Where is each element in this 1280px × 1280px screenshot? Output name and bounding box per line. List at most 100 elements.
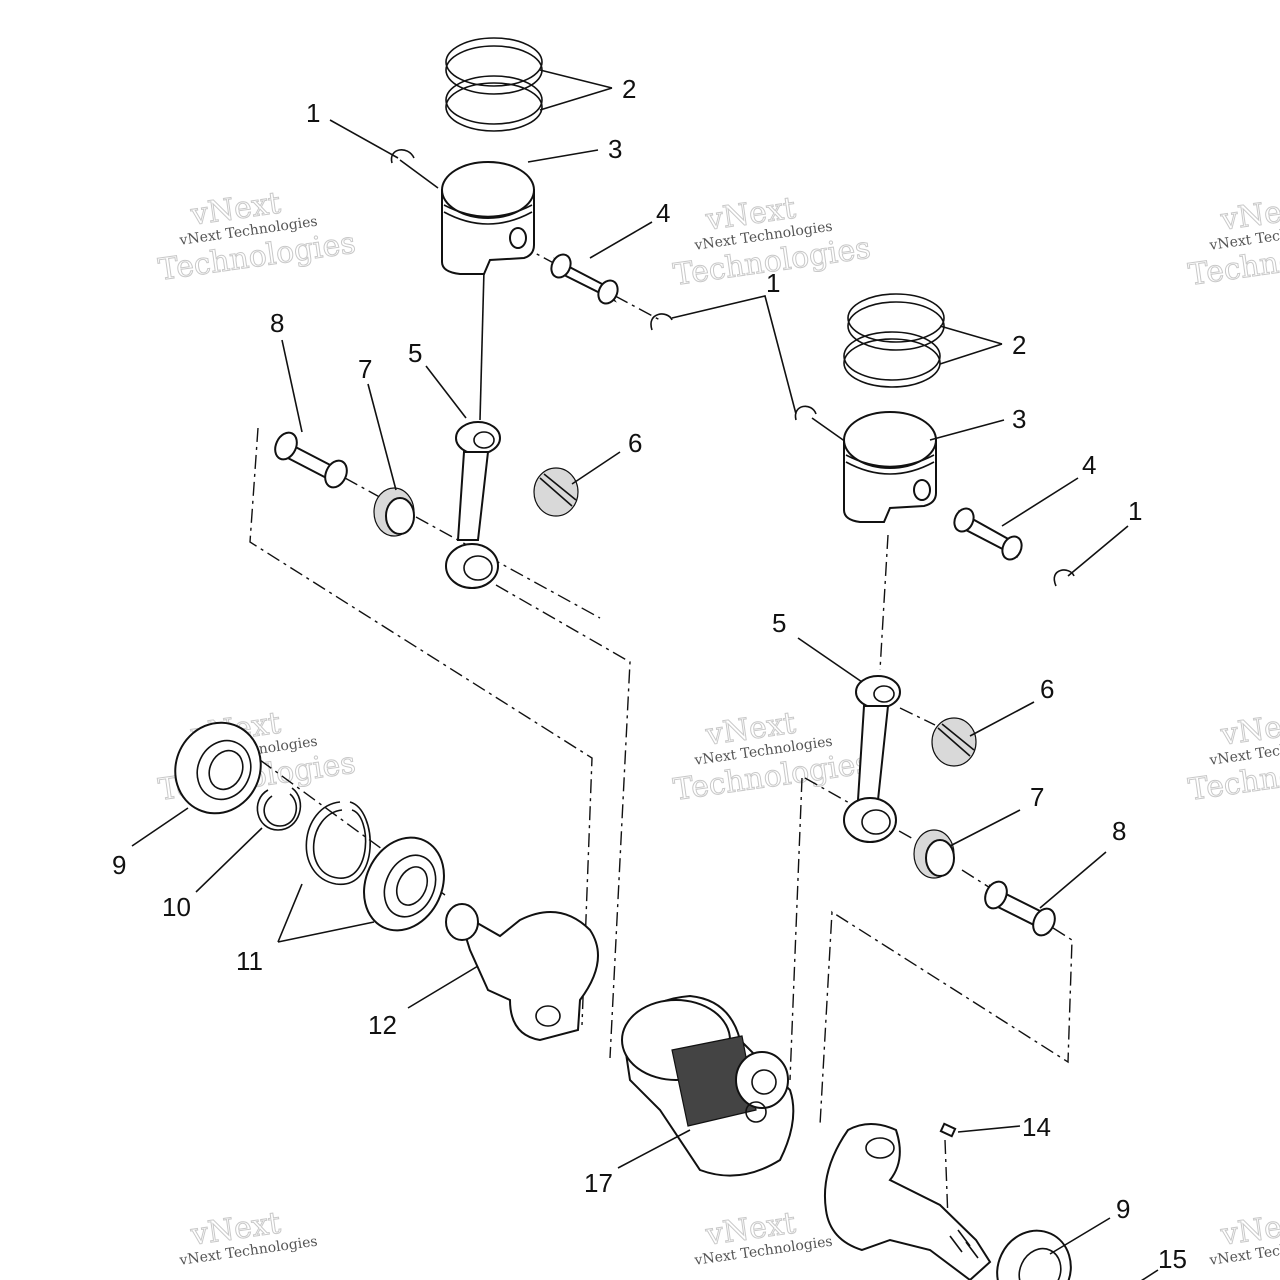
callout-c1a: 1 bbox=[306, 98, 320, 128]
watermark-top-left: vNext vNext Technologies Technologies bbox=[156, 185, 358, 288]
crank-web bbox=[456, 909, 599, 1042]
crank-web bbox=[823, 1123, 992, 1280]
leader-c5a bbox=[425, 365, 467, 419]
callout-c3b: 3 bbox=[1012, 404, 1026, 434]
piston-rings-a bbox=[445, 37, 543, 132]
callout-c10: 10 bbox=[162, 892, 191, 922]
leader-c6a bbox=[571, 451, 621, 485]
rod-small-bore bbox=[473, 431, 495, 449]
watermark-mid-right: vNext vNext Technologies Technologies bbox=[1186, 705, 1280, 808]
bearing-inner bbox=[385, 497, 415, 535]
leader-c2a-1 bbox=[539, 69, 613, 89]
leader-c3a bbox=[527, 149, 599, 163]
circlip-axis-a bbox=[399, 159, 439, 189]
piston-a-axis bbox=[479, 269, 485, 421]
callout-c17: 17 bbox=[584, 1168, 613, 1198]
rod-beam bbox=[456, 451, 490, 541]
leader-c1c bbox=[1067, 525, 1129, 577]
bearing-race bbox=[383, 854, 437, 918]
needle-bearing-6-b bbox=[931, 717, 977, 767]
callout-c9b: 9 bbox=[1116, 1194, 1130, 1224]
bushing-far bbox=[1032, 907, 1056, 937]
leader-c17 bbox=[617, 1129, 691, 1169]
needle-bearing-8-a bbox=[274, 431, 348, 489]
leader-lines bbox=[131, 69, 1159, 1280]
piston-groove-1 bbox=[443, 204, 533, 218]
callout-c1b: 1 bbox=[766, 268, 780, 298]
piston-crown bbox=[843, 411, 937, 469]
leader-c9b bbox=[1049, 1217, 1111, 1255]
crank-pin-bore bbox=[535, 1005, 561, 1027]
callout-c4a: 4 bbox=[656, 198, 670, 228]
rod-b-bearing-axis bbox=[899, 707, 936, 726]
main-bearing-11 bbox=[363, 836, 445, 932]
crank-pin-bore-2 bbox=[745, 1101, 767, 1123]
leader-c1b bbox=[671, 295, 797, 415]
callout-c2a: 2 bbox=[622, 74, 636, 104]
callout-c15: 15 bbox=[1158, 1244, 1187, 1274]
circlip-a2 bbox=[650, 313, 673, 331]
callout-c11: 11 bbox=[236, 946, 263, 976]
ring-outer bbox=[256, 787, 302, 831]
watermark-top-right: vNext vNext Technologies Technologies bbox=[1186, 190, 1280, 293]
circlip-a1 bbox=[390, 149, 415, 164]
crank-labyrinth bbox=[671, 1035, 757, 1127]
leader-c2b-2 bbox=[939, 343, 1003, 365]
crank-stub bbox=[445, 903, 479, 941]
leader-c12 bbox=[407, 965, 479, 1009]
bearing-outer bbox=[996, 1229, 1072, 1280]
leader-c4b bbox=[1001, 477, 1079, 527]
rod-beam bbox=[856, 705, 890, 801]
piston-pin-a bbox=[550, 253, 619, 305]
bearing-race bbox=[196, 739, 252, 801]
callout-c14: 14 bbox=[1022, 1112, 1051, 1142]
pin-end-far bbox=[1001, 535, 1023, 561]
bearing-needles bbox=[539, 473, 577, 507]
watermark-bottom-center: vNext vNext Technologies bbox=[693, 1205, 834, 1269]
ring-upper bbox=[445, 37, 543, 87]
piston-pin-b bbox=[953, 507, 1023, 561]
leader-c7a bbox=[367, 383, 397, 491]
piston-crown bbox=[441, 161, 535, 219]
leader-c7b bbox=[949, 809, 1021, 847]
bushing-end bbox=[984, 880, 1008, 910]
pin-end bbox=[550, 253, 572, 279]
ring-inner bbox=[263, 793, 298, 827]
seal-ring-outer bbox=[305, 801, 371, 885]
callout-c4b: 4 bbox=[1082, 450, 1096, 480]
needle-bearing-7-a bbox=[373, 487, 415, 537]
rod-big-end bbox=[843, 797, 897, 843]
circlip-axis-b bbox=[811, 417, 847, 443]
piston-rings-b bbox=[843, 293, 945, 388]
watermark-bottom-left: vNext vNext Technologies bbox=[178, 1205, 319, 1269]
main-bearing-9-a bbox=[174, 721, 262, 815]
woodruff-key-14 bbox=[939, 1122, 957, 1138]
piston-b bbox=[843, 411, 937, 523]
leader-c3b bbox=[929, 419, 1005, 441]
callout-c6a: 6 bbox=[628, 428, 642, 458]
rod-small-bore bbox=[873, 685, 895, 703]
bearing-bore bbox=[208, 749, 244, 791]
leader-c2b-1 bbox=[939, 325, 1003, 345]
ring-upper-inner bbox=[847, 301, 945, 351]
callout-c8b: 8 bbox=[1112, 816, 1126, 846]
rod-a-to-crank bbox=[495, 584, 631, 1059]
callout-c8a: 8 bbox=[270, 308, 284, 338]
leader-c8b bbox=[1039, 851, 1107, 909]
callout-c5b: 5 bbox=[772, 608, 786, 638]
leader-c9a bbox=[131, 807, 189, 847]
seal-ring-inner bbox=[312, 809, 367, 879]
bushing-far bbox=[324, 459, 348, 489]
crank-half-12 bbox=[445, 903, 599, 1042]
bearing-outer bbox=[174, 721, 262, 815]
crank-center-17 bbox=[621, 994, 795, 1177]
piston-groove-2 bbox=[845, 461, 935, 475]
piston-a bbox=[441, 161, 535, 275]
leader-c11-2 bbox=[277, 921, 375, 943]
callout-c9a: 9 bbox=[112, 850, 126, 880]
retaining-ring-10 bbox=[256, 787, 302, 831]
bearing-bore bbox=[395, 866, 429, 906]
rod-big-end bbox=[445, 543, 499, 589]
